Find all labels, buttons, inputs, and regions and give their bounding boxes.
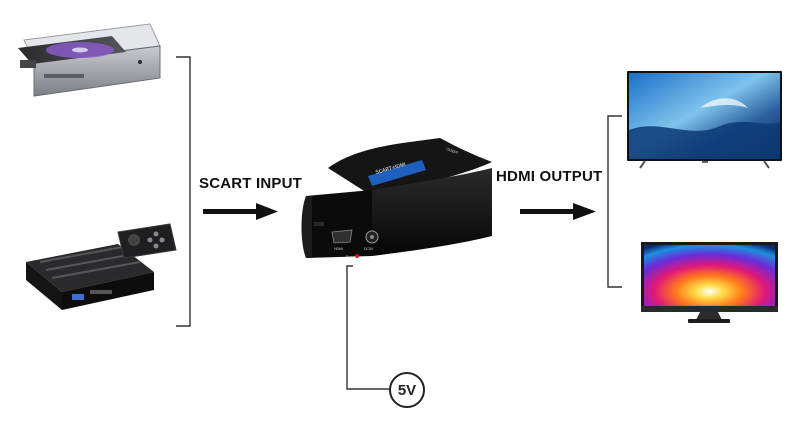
gamepad-icon [117, 223, 177, 259]
power-connector-line [346, 265, 389, 390]
dvd-drive-icon [18, 23, 161, 97]
converter-side-label: Output [446, 146, 460, 155]
input-arrow [203, 203, 278, 220]
converter-power-label: Power [346, 255, 357, 259]
input-bracket [176, 56, 191, 327]
converter-dc-label: DC5V [364, 247, 374, 251]
scart-hdmi-converter [301, 138, 492, 258]
tv-icon [627, 71, 782, 169]
power-led-icon [355, 254, 359, 258]
game-console-icon [26, 223, 177, 310]
output-arrow [520, 203, 596, 220]
output-bracket [607, 115, 622, 288]
scart-input-label: SCART INPUT [199, 175, 303, 192]
hdmi-output-label: HDMI OUTPUT [496, 168, 603, 185]
converter-hdmi-port-label: HDMI [334, 247, 343, 251]
hdmi-port-icon [331, 229, 353, 244]
monitor-icon [641, 242, 778, 323]
power-5v-badge: 5V [389, 372, 425, 408]
converter-blue-label [368, 160, 426, 186]
